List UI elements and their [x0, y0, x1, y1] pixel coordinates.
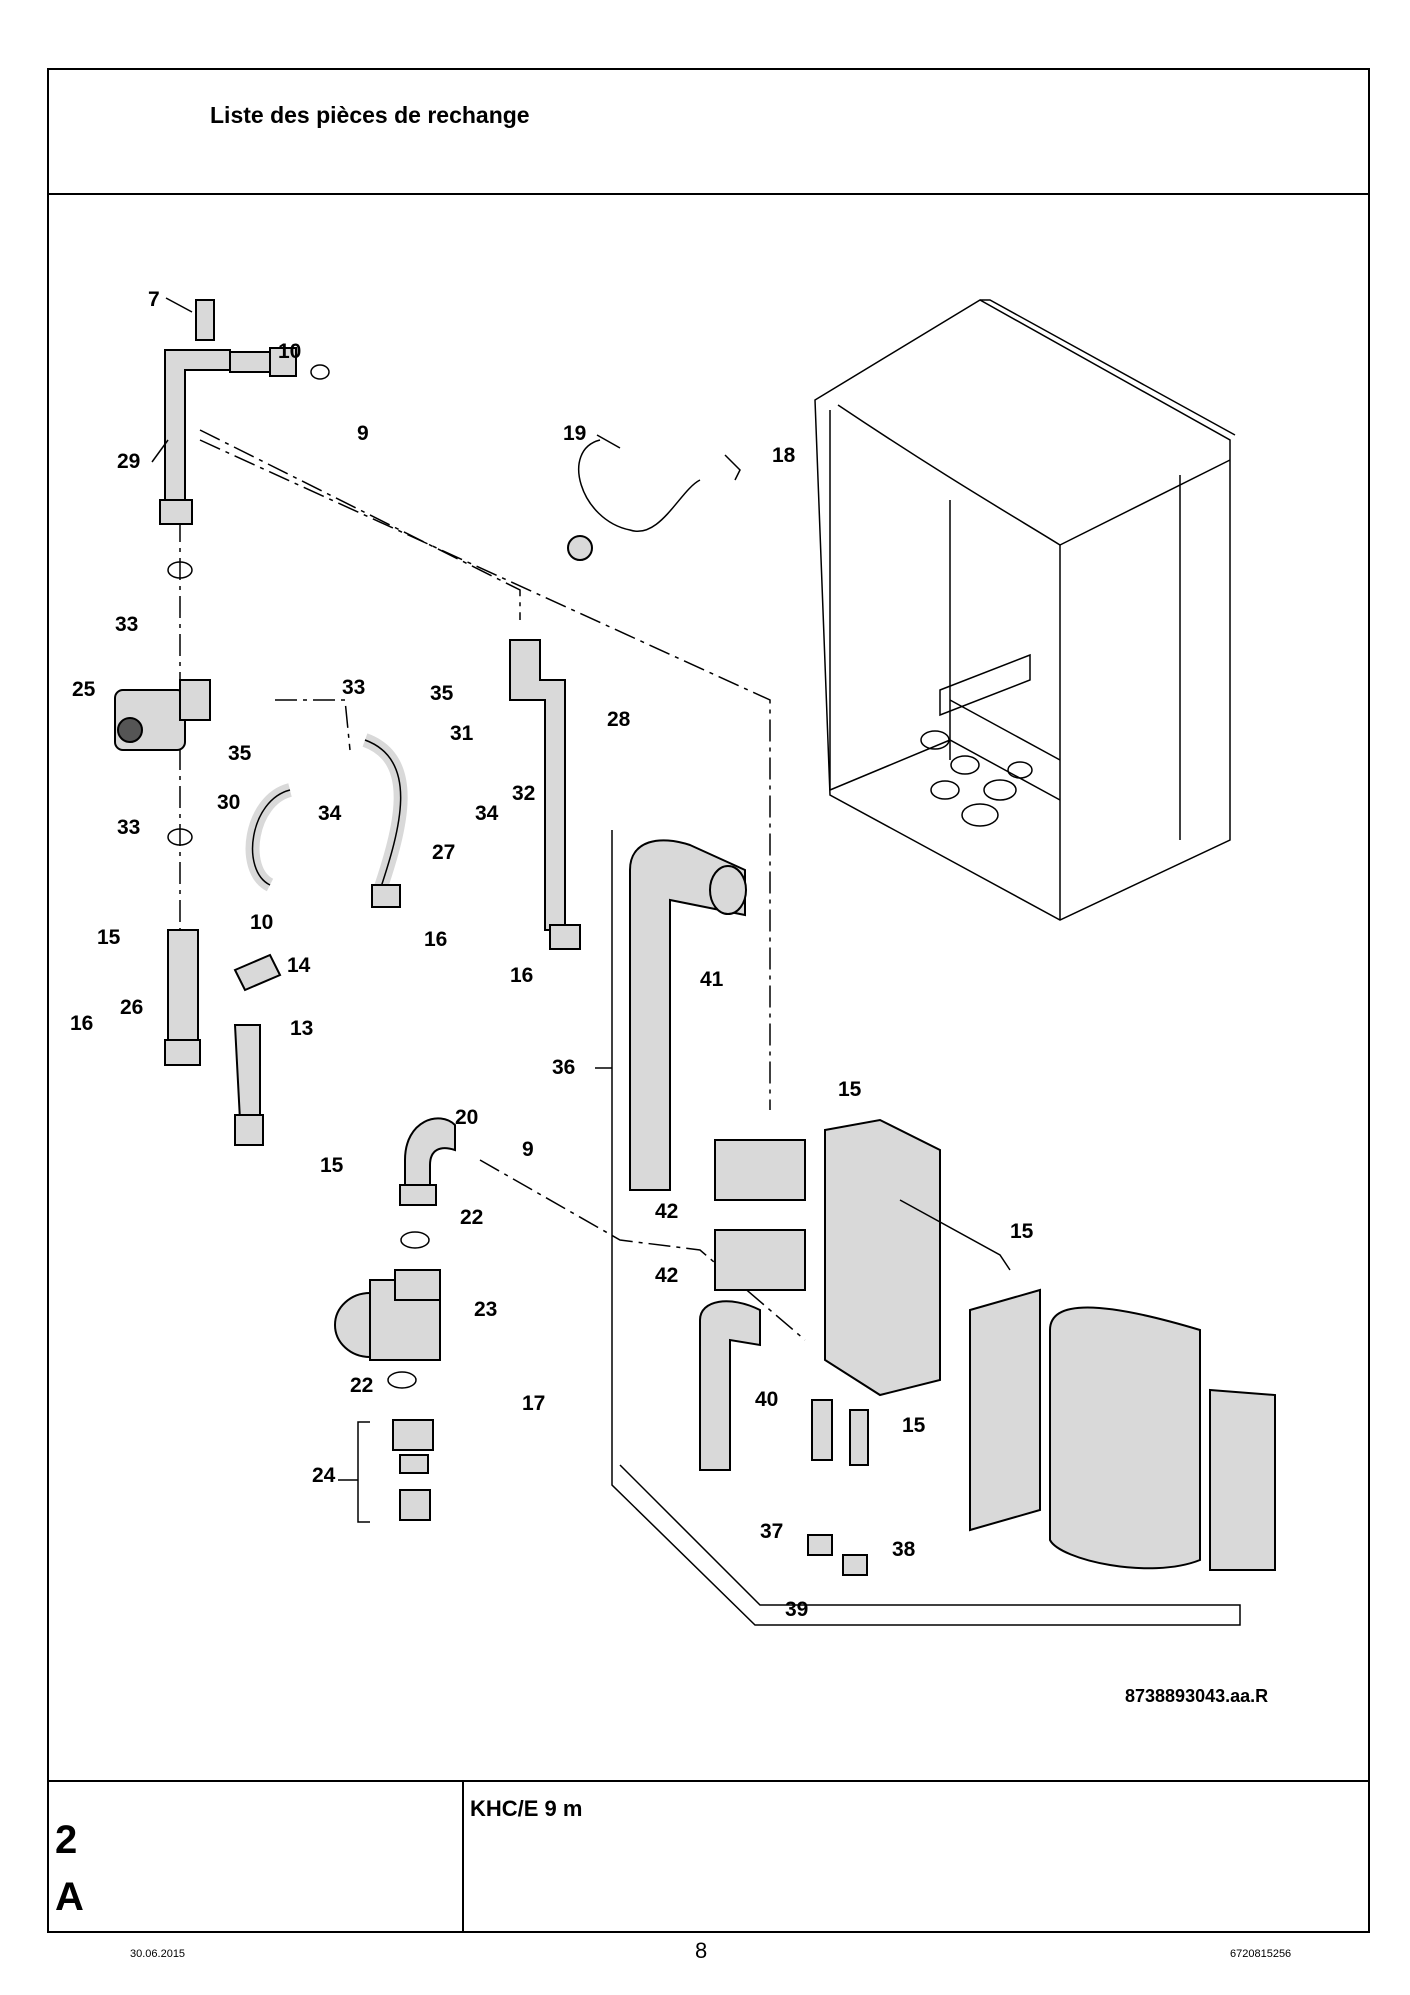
- callout-label: 15: [838, 1078, 862, 1101]
- callout-label: 19: [563, 422, 586, 445]
- sensor-cable-19: [578, 439, 701, 533]
- pump-23: [334, 1269, 441, 1361]
- assembly-line: [199, 429, 521, 620]
- callout-label: 42: [655, 1200, 678, 1223]
- heat-exchanger: [811, 1118, 941, 1466]
- figure-reference: 8738893043.aa.R: [1125, 1686, 1269, 1706]
- callout-label: 29: [117, 450, 140, 473]
- section-number: 2: [55, 1818, 78, 1862]
- callout-label: 7: [148, 288, 160, 311]
- callout-label: 22: [460, 1206, 483, 1229]
- clip-42: [714, 1139, 806, 1201]
- callout-label: 23: [474, 1298, 497, 1321]
- pipe-27: [362, 733, 408, 893]
- callout-label: 13: [290, 1017, 313, 1040]
- callout-label: 16: [424, 928, 447, 951]
- callout-label: 15: [320, 1154, 344, 1177]
- callout-label: 20: [455, 1106, 478, 1129]
- leader-line: [165, 297, 193, 313]
- insulation-41: [629, 839, 746, 1191]
- callout-label: 30: [217, 791, 240, 814]
- pipe-26: [167, 929, 199, 1061]
- callout-label: 37: [760, 1520, 783, 1543]
- callout-label: 25: [72, 678, 96, 701]
- callout-label: 33: [117, 816, 140, 839]
- air-vent-7: [195, 299, 215, 341]
- callout-label: 27: [432, 841, 455, 864]
- callout-label: 35: [430, 682, 454, 705]
- document-number: 6720815256: [1230, 1948, 1292, 1960]
- callout-label: 9: [522, 1138, 534, 1161]
- callout-label: 16: [70, 1012, 93, 1035]
- drain-hose-13: [233, 1024, 261, 1121]
- callout-label: 33: [342, 676, 365, 699]
- callout-label: 10: [250, 911, 273, 934]
- callout-label: 35: [228, 742, 252, 765]
- gasket-plate: [969, 1288, 1041, 1532]
- pipe-30: [245, 783, 293, 892]
- callout-label: 38: [892, 1538, 916, 1561]
- callout-label: 17: [522, 1392, 545, 1415]
- pipe-29: [159, 349, 231, 525]
- callout-label: 9: [357, 422, 369, 445]
- callout-label: 10: [278, 340, 301, 363]
- insulation-box: [1049, 1306, 1201, 1570]
- callout-label: 16: [510, 964, 533, 987]
- leader-line: [596, 434, 621, 449]
- fitting-37: [807, 1534, 833, 1556]
- callout-label: 22: [350, 1374, 373, 1397]
- boiler-casing-frame: [814, 299, 1236, 921]
- insulation-cover: [1209, 1388, 1276, 1571]
- model-name: KHC/E 9 m: [470, 1796, 583, 1821]
- footer-column-divider: [462, 1780, 464, 1933]
- callout-label: 28: [607, 708, 631, 731]
- callout-label: 40: [755, 1388, 778, 1411]
- callout-label: 39: [785, 1598, 808, 1621]
- assembly-line: [275, 699, 351, 751]
- callout-label: 34: [318, 802, 342, 825]
- valve-motor-25: [114, 679, 211, 751]
- tap-14: [233, 953, 282, 992]
- header-divider: [47, 193, 1370, 195]
- page-title: Liste des pièces de rechange: [210, 102, 530, 128]
- callout-label: 24: [312, 1464, 336, 1487]
- insulation-frame-36: [611, 830, 1241, 1626]
- page-frame: [47, 68, 1370, 1933]
- clip-42: [714, 1229, 806, 1291]
- sensor-cable-15: [899, 1199, 1011, 1271]
- assembly-line: [199, 439, 771, 1110]
- leader-line: [151, 439, 169, 463]
- fitting-38: [842, 1554, 868, 1576]
- callout-label: 15: [902, 1414, 926, 1437]
- callout-label: 15: [97, 926, 121, 949]
- footer-date: 30.06.2015: [130, 1948, 186, 1960]
- callout-label: 33: [115, 613, 138, 636]
- callout-label: 31: [450, 722, 474, 745]
- pipe-10: [229, 347, 297, 377]
- insulation-40: [699, 1300, 761, 1471]
- callout-label: 15: [1010, 1220, 1034, 1243]
- callout-label: 14: [287, 954, 311, 977]
- callout-label: 42: [655, 1264, 678, 1287]
- callout-label: 18: [772, 444, 796, 467]
- callout-label: 32: [512, 782, 535, 805]
- section-letter: A: [55, 1875, 84, 1919]
- page-number: 8: [695, 1938, 708, 1963]
- callout-label: 36: [552, 1056, 575, 1079]
- callout-label: 26: [120, 996, 143, 1019]
- callout-label: 41: [700, 968, 724, 991]
- fitting-24: [392, 1419, 434, 1521]
- assembly-line: [479, 1159, 806, 1341]
- elbow-20: [404, 1117, 456, 1191]
- footer-divider: [47, 1780, 1370, 1782]
- callout-label: 34: [475, 802, 499, 825]
